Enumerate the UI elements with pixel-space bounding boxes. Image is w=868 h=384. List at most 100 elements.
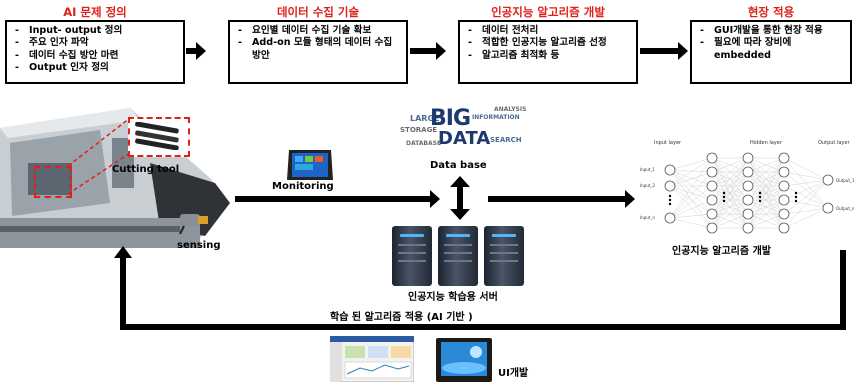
step-2-item: 요인별 데이터 수집 기술 확보 bbox=[236, 25, 402, 38]
nn-link bbox=[747, 157, 785, 215]
nn-node bbox=[778, 166, 790, 178]
monitoring-label: Monitoring bbox=[272, 181, 334, 192]
cutting-tool-closeup bbox=[135, 122, 179, 150]
ui-label: UI개발 bbox=[498, 368, 529, 379]
cnc-machine-illustration bbox=[0, 108, 230, 248]
wordcloud-word: STORAGE bbox=[400, 126, 438, 134]
wordcloud-word: LARGE bbox=[410, 114, 440, 123]
nn-node bbox=[664, 180, 676, 192]
step-2-item: Add-on 모듈 형태의 데이터 수집 방안 bbox=[236, 37, 402, 62]
nn-node bbox=[778, 208, 790, 220]
nn-link bbox=[711, 157, 749, 201]
feedback-arrow-head bbox=[114, 246, 132, 258]
step-1-item: Output 인자 정의 bbox=[13, 62, 179, 75]
flow-arrow-to-db-head bbox=[430, 190, 440, 208]
nn-link bbox=[783, 179, 829, 229]
nn-link bbox=[711, 157, 749, 229]
nn-node bbox=[742, 152, 754, 164]
step-2-box: 요인별 데이터 수집 기술 확보 Add-on 모듈 형태의 데이터 수집 방안 bbox=[228, 20, 408, 84]
nn-link bbox=[669, 157, 713, 219]
wordcloud-word: SEARCH bbox=[490, 136, 522, 144]
nn-node bbox=[742, 166, 754, 178]
server-unit-2 bbox=[438, 226, 478, 286]
server-label: 인공지능 학습용 서버 bbox=[408, 292, 498, 303]
nn-node bbox=[706, 152, 718, 164]
step-3-item: 알고리즘 최적화 등 bbox=[466, 50, 632, 63]
nn-link bbox=[747, 185, 785, 229]
nn-link bbox=[747, 157, 785, 229]
nn-node bbox=[822, 174, 834, 186]
cutting-tool-label: Cutting tool bbox=[112, 164, 180, 175]
nn-link bbox=[747, 213, 785, 229]
nn-node bbox=[664, 212, 676, 224]
nn-link bbox=[783, 179, 829, 215]
nn-link bbox=[669, 185, 713, 229]
feedback-line-vertical-right bbox=[840, 250, 846, 330]
step-arrow-1 bbox=[196, 42, 206, 60]
step-3-title: 인공지능 알고리즘 개발 bbox=[491, 5, 605, 19]
step-arrow-3-shaft bbox=[640, 48, 679, 54]
nn-node bbox=[706, 208, 718, 220]
nn-node bbox=[778, 180, 790, 192]
nn-ellipsis-dot bbox=[758, 195, 762, 199]
nn-link bbox=[747, 157, 785, 187]
input-node-label: Input_2 bbox=[640, 183, 655, 188]
nn-link bbox=[669, 169, 713, 187]
ai-dev-label: 인공지능 알고리즘 개발 bbox=[672, 246, 771, 257]
step-1-item: 주요 인자 파악 bbox=[13, 37, 179, 50]
nn-link bbox=[669, 157, 713, 171]
step-arrow-2 bbox=[436, 42, 446, 60]
nn-ellipsis-dot bbox=[794, 191, 798, 195]
dashboard-screenshot bbox=[330, 336, 414, 382]
nn-ellipsis-dot bbox=[758, 191, 762, 195]
nn-link bbox=[747, 199, 785, 229]
wordcloud-word: ANALYSIS bbox=[494, 106, 527, 113]
wordcloud-word: DATABASE bbox=[406, 140, 442, 147]
nn-node bbox=[742, 180, 754, 192]
nn-link bbox=[783, 207, 829, 215]
step-arrow-1-shaft bbox=[186, 48, 197, 54]
tablet-icon bbox=[287, 150, 333, 180]
nn-ellipsis-dot bbox=[758, 199, 762, 203]
machine-zoom-box bbox=[34, 166, 72, 198]
nn-link bbox=[711, 157, 749, 215]
nn-link bbox=[711, 157, 749, 187]
sensing-label: sensing bbox=[177, 240, 221, 251]
database-label: Data base bbox=[430, 160, 487, 171]
step-arrow-3 bbox=[678, 42, 688, 60]
nn-node bbox=[706, 222, 718, 234]
feedback-line-horizontal bbox=[120, 324, 846, 330]
nn-node bbox=[664, 164, 676, 176]
nn-link bbox=[747, 171, 785, 229]
nn-link bbox=[669, 169, 713, 201]
nn-link bbox=[669, 171, 713, 219]
server-unit-1 bbox=[392, 226, 432, 286]
output-node-label: Output_1 bbox=[836, 178, 855, 183]
nn-ellipsis-dot bbox=[722, 199, 726, 203]
input-node-label: Input_n bbox=[640, 215, 655, 220]
nn-link bbox=[783, 171, 829, 181]
step-3-item: 적합한 인공지능 알고리즘 선정 bbox=[466, 37, 632, 50]
nn-link bbox=[711, 157, 749, 173]
nn-ellipsis-dot bbox=[794, 195, 798, 199]
step-4-box: GUI개발을 통한 현장 적용 필요에 따라 장비에 embedded bbox=[690, 20, 852, 84]
nn-node bbox=[778, 152, 790, 164]
nn-link bbox=[783, 207, 829, 229]
step-1-item: 데이터 수집 방안 마련 bbox=[13, 50, 179, 63]
nn-node bbox=[742, 194, 754, 206]
output-node-label: Output_n bbox=[836, 206, 855, 211]
wordcloud-word: INFORMATION bbox=[472, 114, 520, 121]
step-1-list: Input- output 정의 주요 인자 파악 데이터 수집 방안 마련 O… bbox=[13, 25, 179, 75]
nn-node bbox=[822, 202, 834, 214]
big-data-wordcloud: LARGE STORAGE BIG INFORMATION DATA ANALY… bbox=[400, 104, 526, 156]
step-arrow-2-shaft bbox=[410, 48, 437, 54]
nn-ellipsis-dot bbox=[668, 202, 672, 206]
server-unit-3 bbox=[484, 226, 524, 286]
db-server-double-arrow bbox=[450, 176, 470, 220]
nn-node bbox=[706, 166, 718, 178]
nn-link bbox=[783, 179, 829, 201]
nn-node bbox=[742, 208, 754, 220]
nn-node bbox=[778, 194, 790, 206]
output-layer-label: Output layer bbox=[818, 140, 850, 146]
step-3-list: 데이터 전처리 적합한 인공지능 알고리즘 선정 알고리즘 최적화 등 bbox=[466, 25, 632, 63]
